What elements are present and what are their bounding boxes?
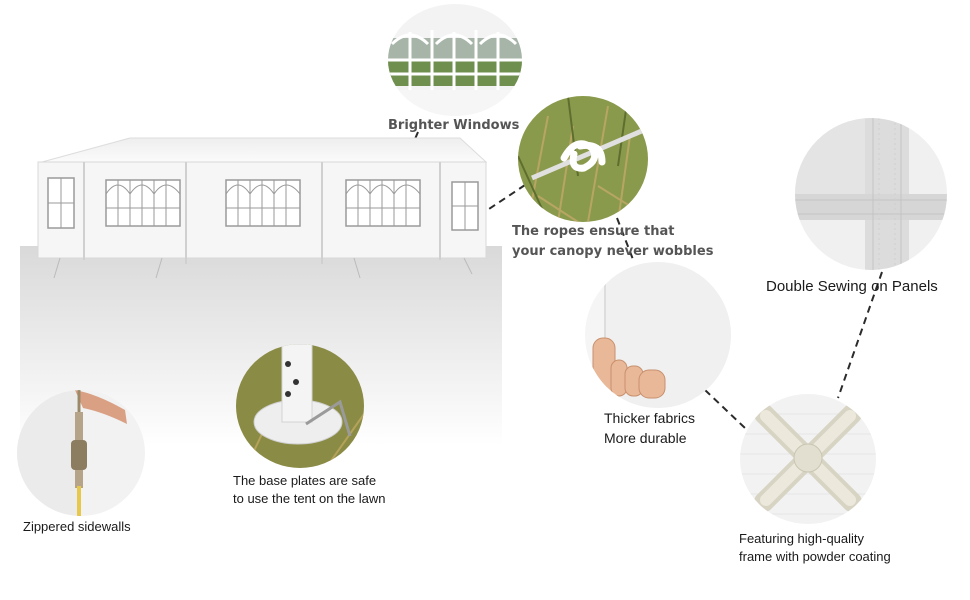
frame-label-line1: Featuring high-quality — [739, 531, 865, 546]
ropes-label-line2: your canopy never wobbles — [512, 244, 714, 259]
base-label-line1: The base plates are safe — [233, 473, 377, 488]
windows-label: Brighter Windows — [388, 118, 520, 133]
connector-sewing-frame — [837, 271, 883, 399]
fabric-closeup-image — [585, 262, 731, 408]
ropes-label-line1: The ropes ensure that — [512, 224, 675, 239]
ropes-closeup-image — [518, 96, 648, 222]
sewing-closeup-image — [795, 118, 947, 270]
base-label-line2: to use the tent on the lawn — [233, 491, 386, 506]
windows-closeup-image — [388, 4, 522, 116]
base-plate-closeup-image — [236, 344, 364, 468]
fabric-label-line2: More durable — [604, 430, 687, 446]
frame-label-line2: frame with powder coating — [739, 549, 891, 564]
zipper-label: Zippered sidewalls — [23, 519, 131, 534]
sewing-label: Double Sewing on Panels — [766, 278, 938, 295]
frame-closeup-image — [740, 394, 876, 524]
fabric-label-line1: Thicker fabrics — [604, 410, 696, 426]
connector-fabric-frame — [704, 389, 746, 429]
connector-ropes-label — [616, 217, 635, 263]
zipper-closeup-image — [17, 390, 145, 516]
